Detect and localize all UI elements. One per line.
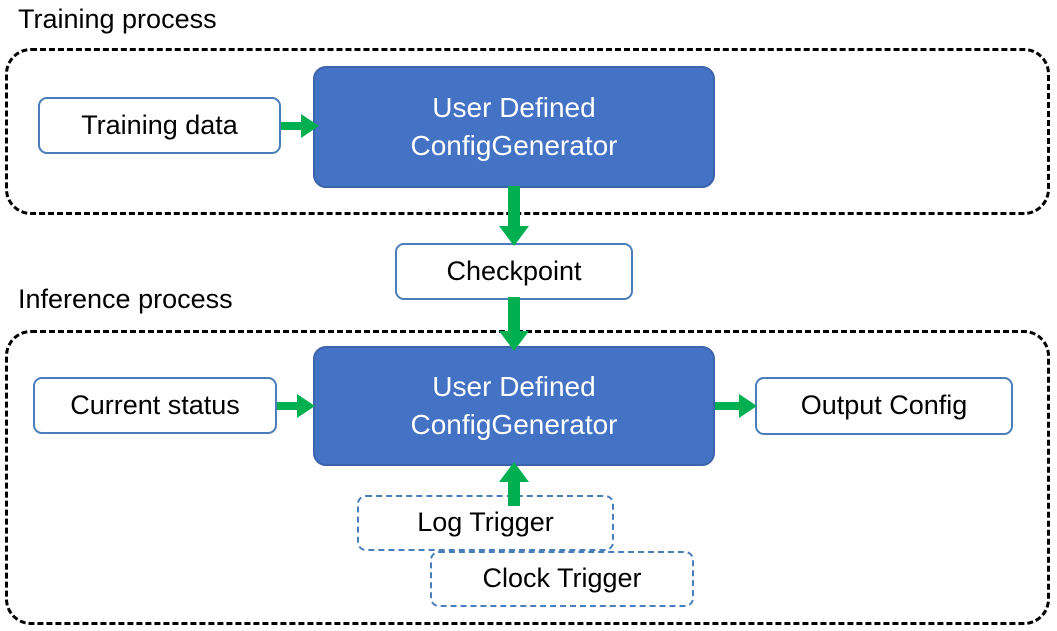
training-process-title: Training process bbox=[18, 4, 217, 34]
node-current-status[interactable]: Current status bbox=[33, 377, 277, 434]
node-generator-inference-line2: ConfigGenerator bbox=[410, 409, 618, 440]
arrow-trigger-to-generator bbox=[499, 462, 529, 506]
node-generator-inference-line1: User Defined bbox=[432, 371, 596, 402]
node-generator-training-line1: User Defined bbox=[432, 92, 596, 123]
arrow-generator-to-output-config bbox=[715, 394, 757, 418]
node-user-defined-configgenerator-inference[interactable]: User Defined ConfigGenerator bbox=[313, 346, 715, 466]
node-user-defined-configgenerator-training[interactable]: User Defined ConfigGenerator bbox=[313, 66, 715, 188]
inference-process-title: Inference process bbox=[18, 284, 233, 314]
node-clock-trigger-label: Clock Trigger bbox=[482, 563, 642, 594]
node-training-data[interactable]: Training data bbox=[38, 97, 281, 154]
node-output-config[interactable]: Output Config bbox=[755, 377, 1013, 435]
node-training-data-label: Training data bbox=[81, 109, 238, 140]
training-process-container bbox=[5, 48, 1050, 215]
node-checkpoint[interactable]: Checkpoint bbox=[395, 243, 633, 300]
node-log-trigger[interactable]: Log Trigger bbox=[357, 495, 614, 551]
arrow-current-status-to-generator bbox=[277, 394, 315, 418]
node-checkpoint-label: Checkpoint bbox=[446, 255, 582, 286]
node-clock-trigger[interactable]: Clock Trigger bbox=[430, 551, 694, 607]
node-generator-training-line2: ConfigGenerator bbox=[410, 130, 618, 161]
node-output-config-label: Output Config bbox=[800, 390, 968, 421]
node-current-status-label: Current status bbox=[70, 389, 240, 420]
arrow-training-data-to-generator bbox=[281, 114, 319, 138]
node-log-trigger-label: Log Trigger bbox=[417, 507, 554, 538]
arrow-generator-to-checkpoint bbox=[499, 186, 529, 246]
arrow-checkpoint-to-generator bbox=[499, 297, 529, 351]
